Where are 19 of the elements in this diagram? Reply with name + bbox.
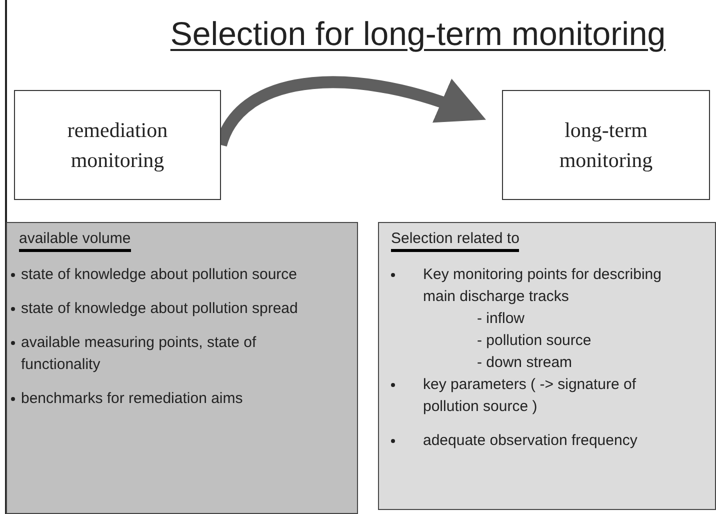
panel-heading: Selection related to (391, 229, 520, 252)
sub-item: - down stream (477, 353, 572, 373)
text-panel (378, 222, 716, 510)
title: Selection for long-term monitoring (170, 14, 666, 54)
bullet-text: Key monitoring points for describing main discharge tracks (423, 265, 662, 307)
text-panel (6, 222, 358, 514)
box-label: long-term monitoring (558, 117, 654, 174)
bullet-text: key parameters ( -> signature of pollution source ) (423, 375, 638, 417)
process-box (502, 90, 710, 200)
bullet-text: benchmarks for remediation aims (21, 389, 244, 409)
process-box (14, 90, 221, 200)
sub-item: - pollution source (477, 331, 592, 351)
bullet-text: available measuring points, state of functionality (21, 333, 258, 375)
bullet-text: state of knowledge about pollution spread (21, 299, 299, 319)
sub-item: - inflow (477, 309, 525, 329)
bullet-text: state of knowledge about pollution source (21, 265, 298, 285)
box-label: remediation monitoring (66, 117, 169, 174)
panel-heading: available volume (19, 229, 131, 252)
bullet-text: adequate observation frequency (423, 431, 638, 451)
